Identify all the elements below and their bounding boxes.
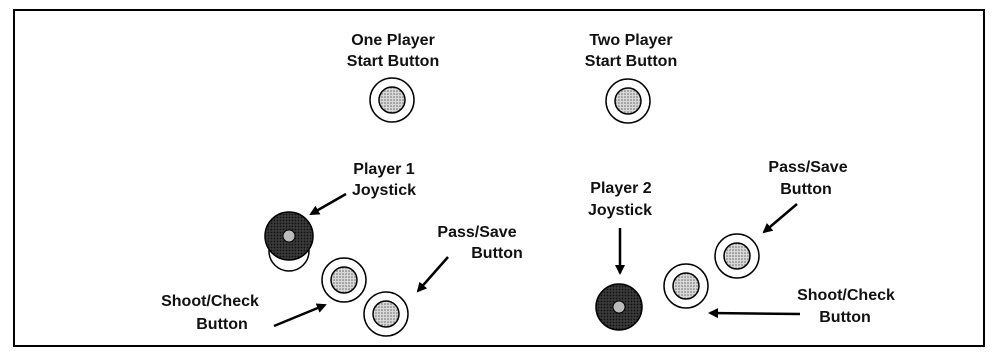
one-player-label-line2: Start Button xyxy=(347,53,439,70)
player1-shoot-check-label-line2: Button xyxy=(196,316,248,333)
player2-pass-save-button[interactable] xyxy=(714,233,760,279)
player1-shoot-check-button[interactable] xyxy=(321,257,367,303)
player1-pass-save-button[interactable] xyxy=(363,291,409,337)
player1-shoot-check-label-line1: Shoot/Check xyxy=(161,293,259,310)
player2-shoot-check-button[interactable] xyxy=(663,263,709,309)
player2-controls: Player 2 Joystick Pass/Save Button Shoot… xyxy=(588,159,895,331)
one-player-label-line1: One Player xyxy=(351,32,435,49)
player2-shoot-check-label-line2: Button xyxy=(819,309,871,326)
player1-joystick-arrow xyxy=(309,192,347,216)
player1-pass-save-label-line2: Button xyxy=(471,245,523,262)
player2-pass-save-label-line2: Button xyxy=(780,181,832,198)
player2-pass-save-arrow xyxy=(762,203,798,234)
one-player-start-group: One Player Start Button xyxy=(347,32,439,123)
two-player-start-button[interactable] xyxy=(605,78,651,124)
player1-pass-save-arrow xyxy=(416,256,449,293)
two-player-label-line2: Start Button xyxy=(585,53,677,70)
player1-pass-save-label-line1: Pass/Save xyxy=(437,224,516,241)
player2-joystick-label-line2: Joystick xyxy=(588,202,652,219)
two-player-label-line1: Two Player xyxy=(589,32,672,49)
player1-controls: Player 1 Joystick Pass/Save Button Shoot… xyxy=(161,161,523,337)
player2-joystick-label-line1: Player 2 xyxy=(590,180,651,197)
player1-joystick[interactable] xyxy=(264,211,314,272)
player2-joystick[interactable] xyxy=(595,283,643,331)
player1-joystick-label-line2: Joystick xyxy=(352,182,416,199)
player2-pass-save-label-line1: Pass/Save xyxy=(768,159,847,176)
player2-shoot-check-arrow xyxy=(708,308,801,319)
player1-joystick-label-line1: Player 1 xyxy=(353,161,414,178)
panel-border xyxy=(13,9,985,347)
two-player-start-group: Two Player Start Button xyxy=(585,32,677,124)
one-player-start-button[interactable] xyxy=(369,77,415,123)
player1-shoot-check-arrow xyxy=(273,303,327,328)
player2-shoot-check-label-line1: Shoot/Check xyxy=(797,287,895,304)
